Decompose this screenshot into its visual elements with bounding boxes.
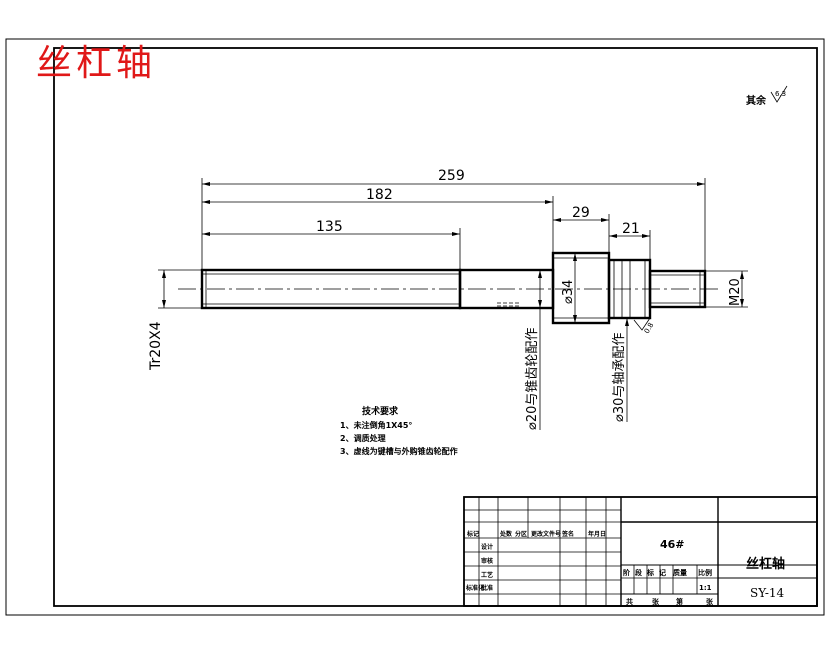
tech-req-item-3: 3、虚线为键槽与外购锥齿轮配作	[340, 446, 458, 456]
tech-req-item-2: 2、调质处理	[340, 433, 386, 443]
dim-thread-trap: Tr20X4	[148, 321, 164, 371]
svg-text:标准化: 标准化	[465, 584, 484, 592]
svg-text:更改文件号: 更改文件号	[531, 530, 561, 538]
callout-d20: ⌀20与锥齿轮配作	[525, 328, 540, 430]
technical-requirements: 技术要求 1、未注倒角1X45° 2、调质处理 3、虚线为键槽与外购锥齿轮配作	[340, 405, 458, 456]
title-block: 46# 丝杠轴 SY-14 1:1 标记 处数 分区 更改文件号 签名 年月日 …	[463, 496, 818, 607]
title-block-drawing-no: SY-14	[750, 586, 785, 600]
svg-text:张: 张	[706, 597, 714, 606]
svg-text:第: 第	[676, 597, 683, 606]
svg-text:审核: 审核	[481, 557, 493, 565]
svg-text:批准: 批准	[481, 584, 493, 592]
svg-text:比例: 比例	[698, 568, 712, 577]
outer-frame	[5, 38, 825, 616]
inner-frame	[53, 47, 818, 607]
dim-length-182: 182	[366, 187, 393, 203]
svg-text:阶段标记: 阶段标记	[623, 568, 671, 577]
callout-d30: ⌀30与轴承配作	[612, 333, 627, 422]
surface-roughness-note: 其余 6.3	[746, 85, 788, 107]
surface-note-prefix: 其余	[746, 94, 767, 107]
roughness-symbol-icon	[770, 85, 788, 103]
dim-thread-m20: M20	[728, 278, 743, 306]
svg-text:设计: 设计	[481, 543, 493, 551]
dim-chamfer: 0.8	[643, 321, 655, 335]
dim-length-29: 29	[572, 205, 590, 221]
svg-text:质量: 质量	[673, 568, 687, 577]
svg-text:张: 张	[652, 597, 660, 606]
dim-length-21: 21	[622, 221, 640, 237]
dimension-lines	[158, 178, 748, 430]
dim-length-135: 135	[316, 219, 343, 235]
shaft-body	[200, 251, 707, 325]
surface-note-value: 6.3	[775, 90, 786, 98]
svg-text:标记: 标记	[466, 530, 479, 538]
svg-text:处数: 处数	[499, 530, 513, 538]
title-block-material: 46#	[660, 538, 685, 551]
m20-thread-end	[648, 269, 707, 309]
tech-req-item-1: 1、未注倒角1X45°	[340, 420, 412, 430]
svg-text:签名: 签名	[561, 530, 574, 538]
svg-text:年月日: 年月日	[588, 530, 606, 538]
title-block-scale: 1:1	[699, 584, 712, 592]
dim-dia-34: ⌀34	[561, 280, 576, 304]
svg-text:共: 共	[626, 597, 633, 606]
dim-total-length: 259	[438, 168, 465, 184]
title-block-part-name: 丝杠轴	[746, 556, 785, 572]
tech-req-title: 技术要求	[362, 405, 399, 417]
svg-text:工艺: 工艺	[481, 571, 493, 579]
svg-text:分区: 分区	[515, 530, 527, 538]
watermark-title: 丝杠轴	[36, 43, 157, 84]
